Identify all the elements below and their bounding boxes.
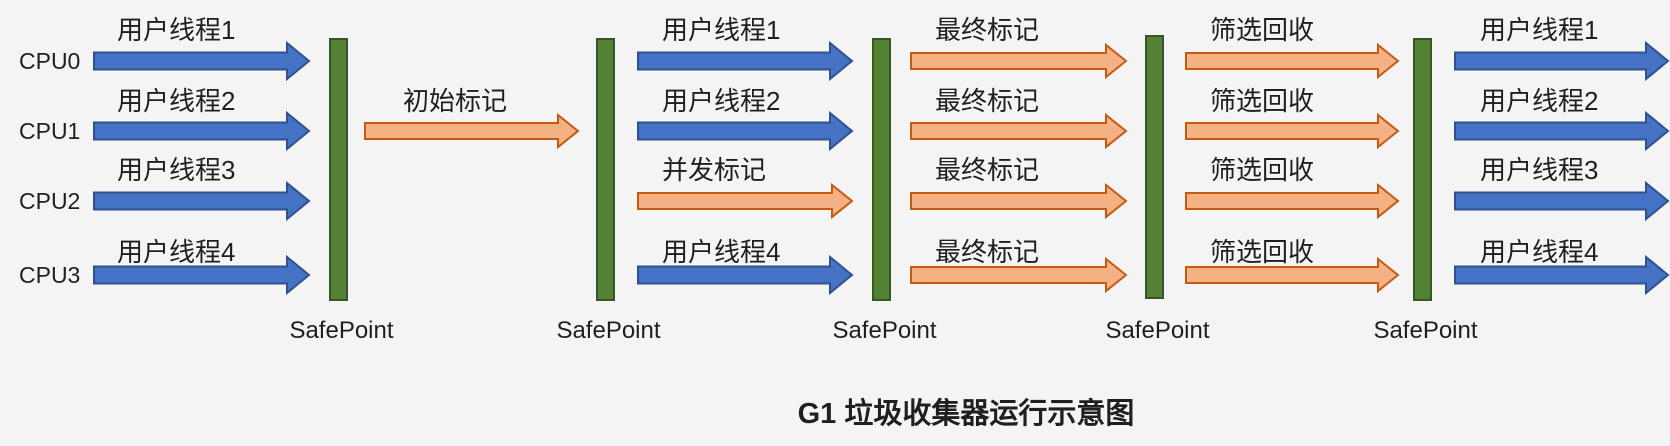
phase-0-cpu3-arrow xyxy=(93,254,311,296)
phase-0-cpu1-label: 用户线程2 xyxy=(117,86,235,116)
safepoint-bar-1 xyxy=(596,38,615,301)
phase-2-cpu0-label: 用户线程1 xyxy=(662,15,780,45)
safepoint-label-0: SafePoint xyxy=(289,317,393,344)
phase-2-cpu3-label: 用户线程4 xyxy=(662,237,780,267)
phase-4-cpu2-arrow xyxy=(1185,182,1400,220)
safepoint-label-1: SafePoint xyxy=(556,317,660,344)
phase-2-cpu1-arrow xyxy=(637,110,854,152)
phase-2-cpu1-label: 用户线程2 xyxy=(662,86,780,116)
phase-3-cpu2-label: 最终标记 xyxy=(935,155,1039,185)
phase-5-cpu0-arrow xyxy=(1454,40,1670,82)
diagram-title: G1 垃圾收集器运行示意图 xyxy=(798,396,1135,430)
phase-1-cpu1-label: 初始标记 xyxy=(403,86,507,116)
safepoint-label-2: SafePoint xyxy=(832,317,936,344)
phase-3-cpu1-arrow xyxy=(910,112,1128,150)
safepoint-bar-4 xyxy=(1413,38,1432,301)
safepoint-bar-0 xyxy=(329,38,348,301)
thread-arrows xyxy=(93,40,1670,296)
phase-5-cpu2-arrow xyxy=(1454,180,1670,222)
phase-5-cpu0-label: 用户线程1 xyxy=(1480,15,1598,45)
phase-5-cpu3-arrow xyxy=(1454,254,1670,296)
safepoint-label-4: SafePoint xyxy=(1373,317,1477,344)
phase-2-cpu0-arrow xyxy=(637,40,854,82)
phase-3-cpu3-arrow xyxy=(910,256,1128,294)
safepoint-label-3: SafePoint xyxy=(1105,317,1209,344)
phase-0-cpu0-arrow xyxy=(93,40,311,82)
phase-3-cpu2-arrow xyxy=(910,182,1128,220)
cpu-label-0: CPU0 xyxy=(19,48,80,74)
cpu-label-2: CPU2 xyxy=(19,188,80,214)
cpu-label-3: CPU3 xyxy=(19,262,80,288)
phase-5-cpu3-label: 用户线程4 xyxy=(1480,237,1598,267)
phase-4-cpu1-arrow xyxy=(1185,112,1400,150)
safepoint-bar-2 xyxy=(872,38,891,301)
phase-4-cpu2-label: 筛选回收 xyxy=(1210,155,1314,185)
phase-4-cpu1-label: 筛选回收 xyxy=(1210,86,1314,116)
phase-2-cpu2-label: 并发标记 xyxy=(662,155,766,185)
phase-4-cpu3-arrow xyxy=(1185,256,1400,294)
phase-2-cpu3-arrow xyxy=(637,254,854,296)
phase-0-cpu2-arrow xyxy=(93,180,311,222)
phase-4-cpu0-arrow xyxy=(1185,42,1400,80)
safepoint-bar-3 xyxy=(1145,35,1164,299)
phase-2-cpu2-arrow xyxy=(637,182,854,220)
phase-0-cpu1-arrow xyxy=(93,110,311,152)
phase-4-cpu3-label: 筛选回收 xyxy=(1210,237,1314,267)
phase-5-cpu1-label: 用户线程2 xyxy=(1480,86,1598,116)
phase-1-cpu1-arrow xyxy=(364,112,580,150)
phase-3-cpu3-label: 最终标记 xyxy=(935,237,1039,267)
phase-5-cpu1-arrow xyxy=(1454,110,1670,152)
phase-0-cpu3-label: 用户线程4 xyxy=(117,237,235,267)
phase-3-cpu0-label: 最终标记 xyxy=(935,15,1039,45)
safepoint-bars xyxy=(329,35,1432,301)
phase-0-cpu0-label: 用户线程1 xyxy=(117,15,235,45)
phase-3-cpu1-label: 最终标记 xyxy=(935,86,1039,116)
phase-4-cpu0-label: 筛选回收 xyxy=(1210,15,1314,45)
phase-0-cpu2-label: 用户线程3 xyxy=(117,155,235,185)
cpu-label-1: CPU1 xyxy=(19,118,80,144)
phase-5-cpu2-label: 用户线程3 xyxy=(1480,155,1598,185)
phase-3-cpu0-arrow xyxy=(910,42,1128,80)
